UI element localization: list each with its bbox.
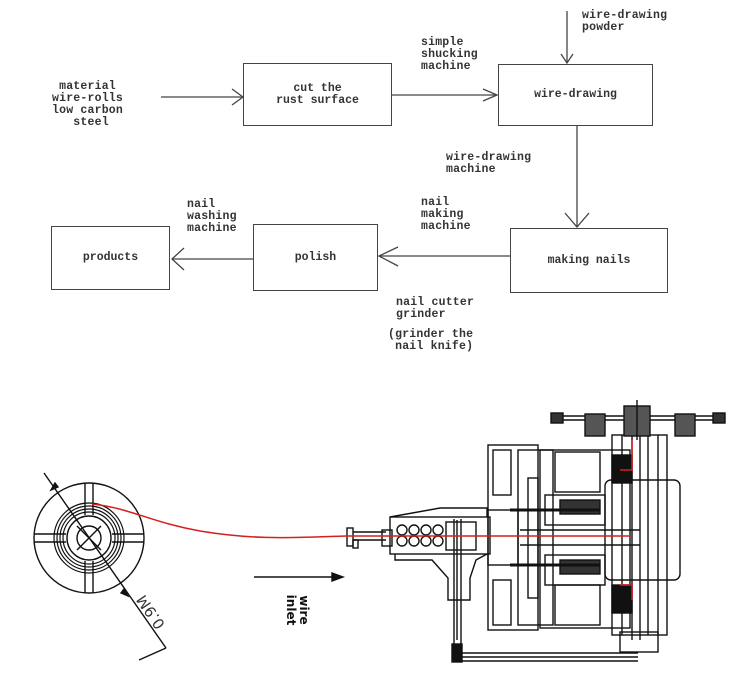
input-powder-label: wire-drawing powder [582,9,668,34]
step-cut-rust-surface-label: cut the rust surface [276,81,359,107]
wire-path [91,440,633,600]
machine-nail-cutter-note: (grinder the nail knife) [388,328,474,353]
machine-nail-making-label: nail making machine [421,196,471,233]
arrow-making-nails-to-polish [377,246,510,267]
coil-dimension-line [43,472,167,661]
input-material-label: material wire-rolls low carbon steel [52,80,124,129]
feed-roller-block [389,507,491,601]
wire-inlet-label-line2: inlet [284,594,298,626]
step-wire-drawing-label: wire-drawing [534,88,617,101]
step-polish: polish [253,224,378,291]
wire-coil [33,482,145,594]
step-products: products [51,226,170,290]
arrow-powder-to-wire-drawing [560,11,574,65]
step-making-nails-label: making nails [547,253,631,267]
machine-shucking-label: simple shucking machine [421,36,478,73]
step-polish-label: polish [294,250,337,264]
machine-nail-washing-label: nail washing machine [187,198,237,235]
step-products-label: products [82,251,139,264]
arrow-cut-to-wire-drawing [392,88,499,102]
arrow-wire-drawing-to-making-nails [564,126,590,228]
wire-inlet-label-line1: wire [297,595,311,625]
wire-inlet-arrow [254,572,346,582]
step-cut-rust-surface: cut the rust surface [243,63,392,126]
handwheel [550,400,726,440]
machine-wire-drawing-label: wire-drawing machine [446,151,532,176]
wire-feed-nozzle [346,527,393,549]
machine-main-body [487,412,681,653]
arrow-material-to-cut [161,88,245,106]
step-making-nails: making nails [510,228,668,293]
machine-nail-cutter-label: nail cutter grinder [396,296,475,321]
arrow-polish-to-products [171,247,253,271]
wire-inlet-label: wire inlet [270,590,311,630]
vertical-drive-rod [451,519,638,663]
